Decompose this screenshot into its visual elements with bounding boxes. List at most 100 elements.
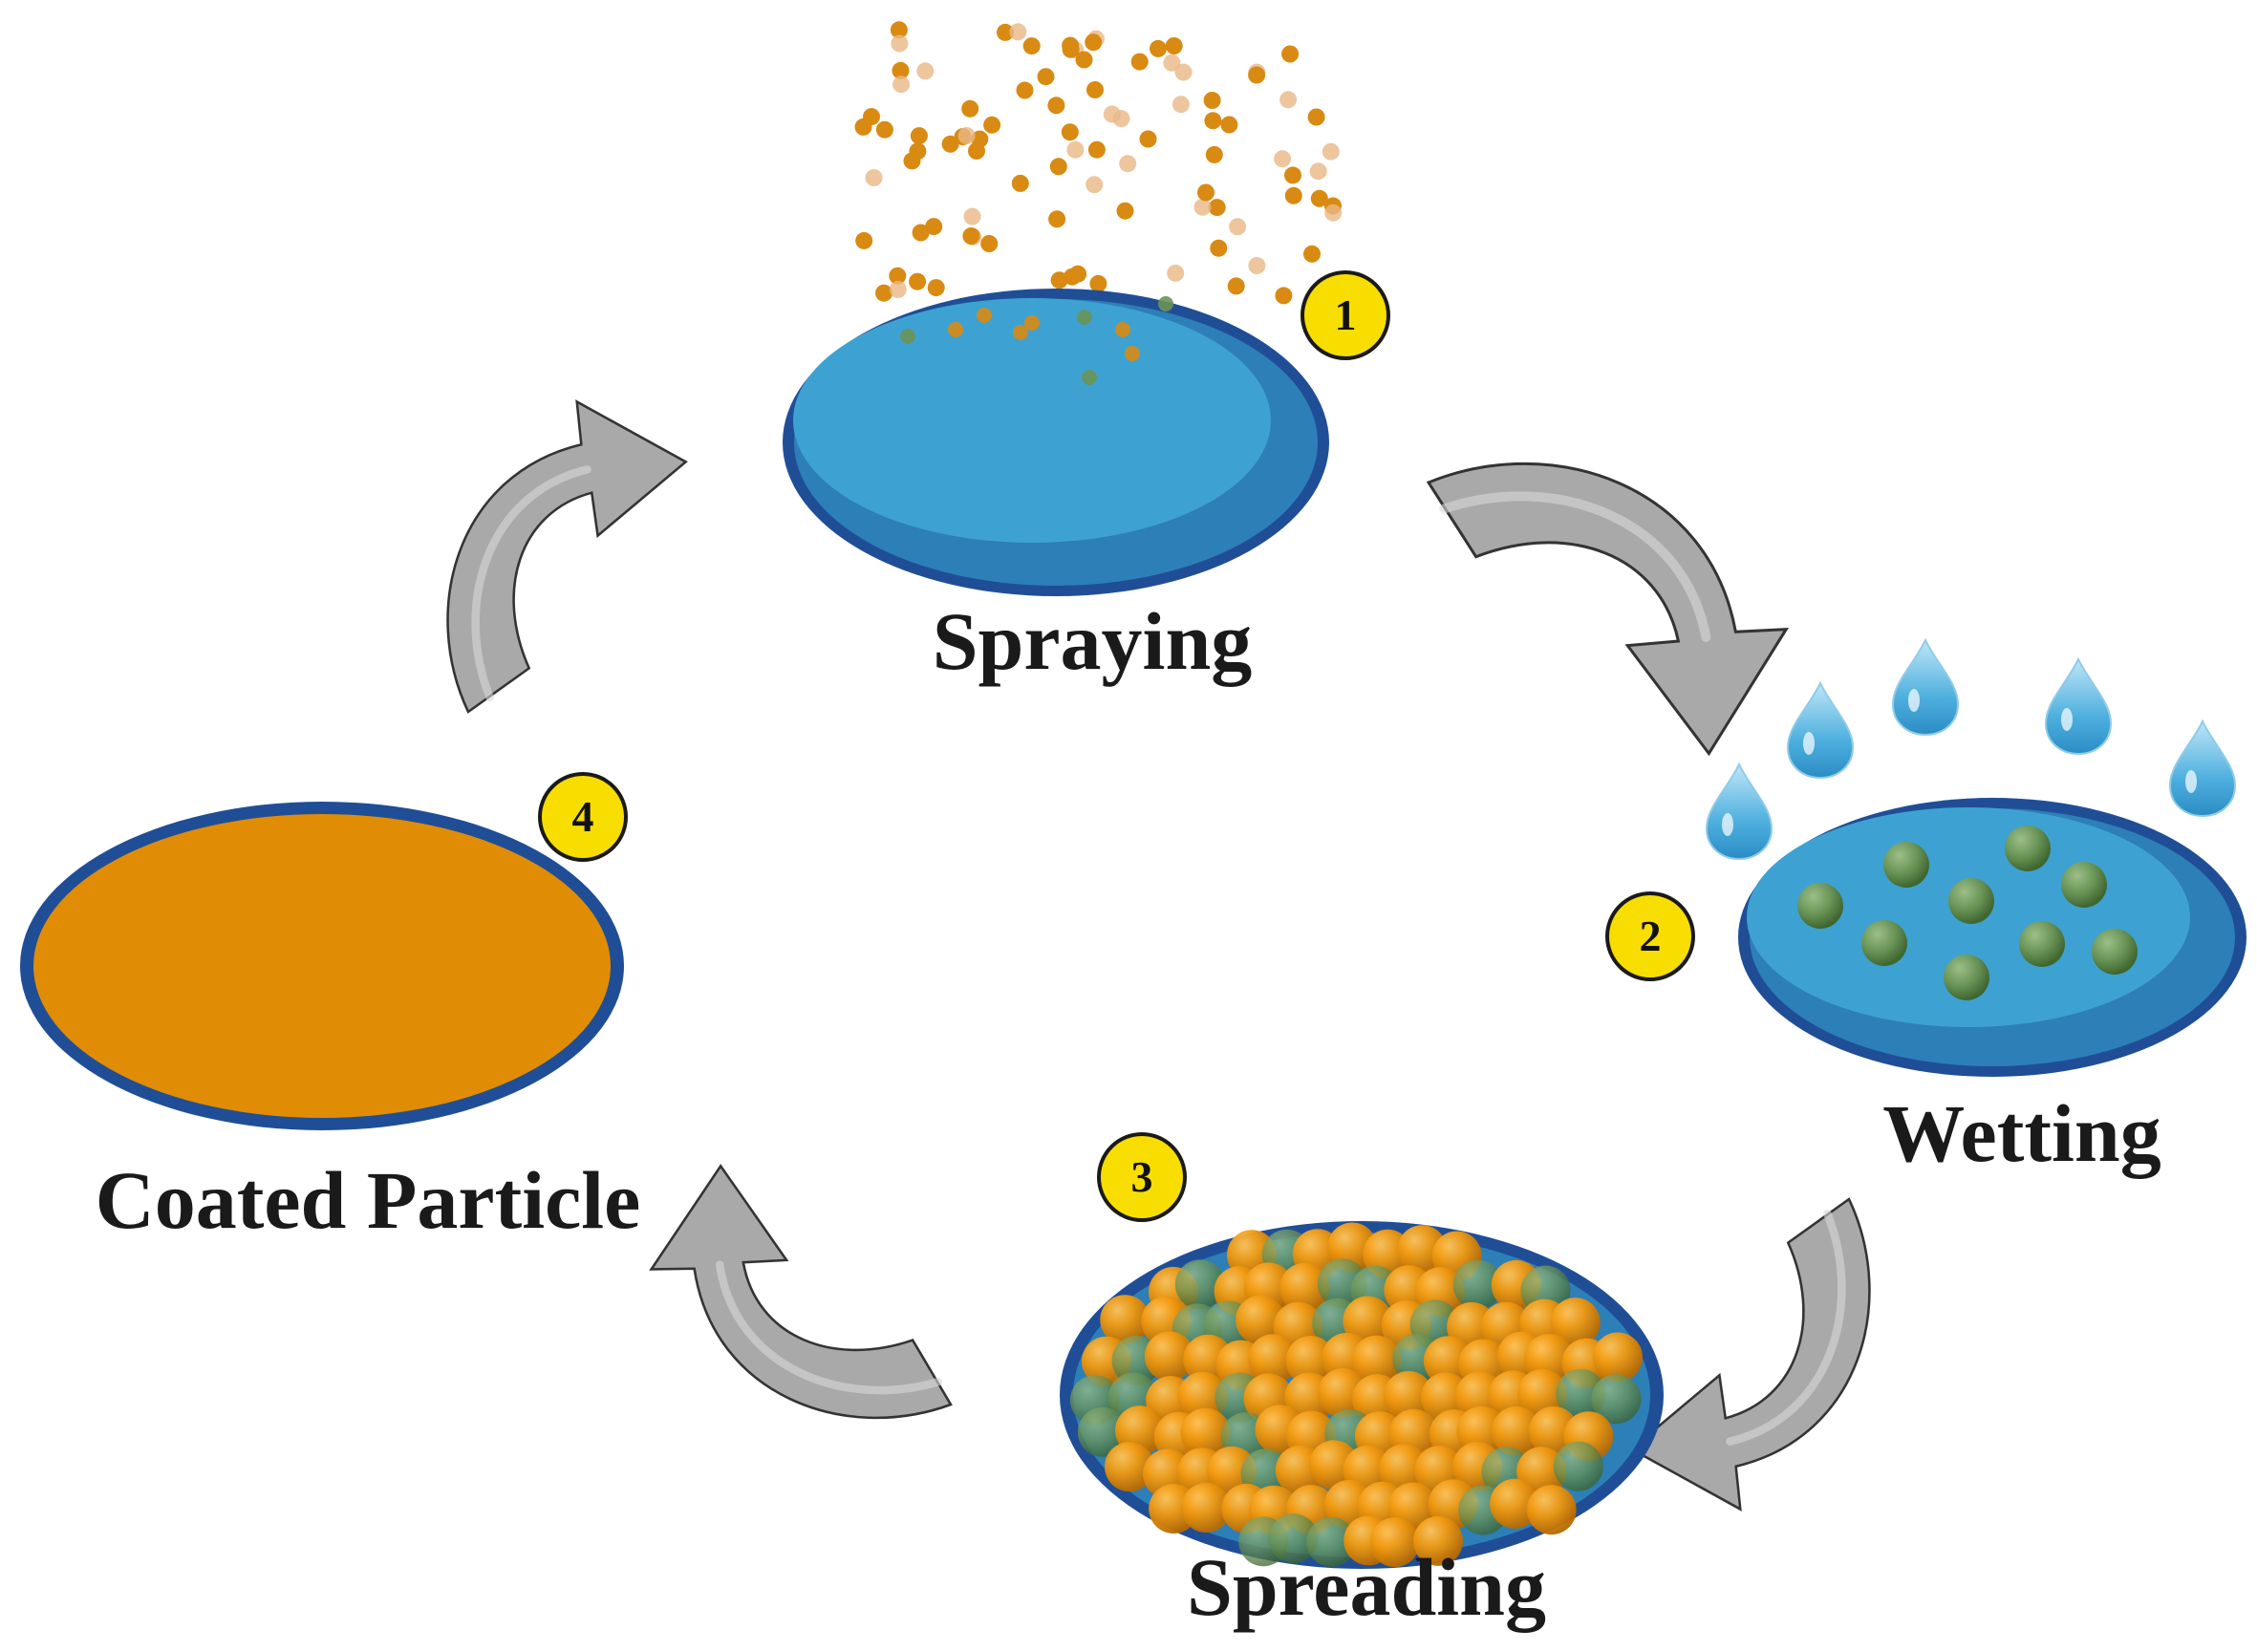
spray-particle-icon: [1310, 162, 1327, 180]
spray-particle-icon: [1206, 146, 1223, 163]
spray-particle-icon: [958, 127, 976, 144]
spray-particle-icon: [983, 117, 1000, 134]
spray-particle-icon: [928, 279, 945, 296]
spray-particle-icon: [1012, 175, 1029, 192]
spray-particle-icon: [1228, 277, 1245, 294]
stage-spraying: 1 Spraying: [783, 21, 1388, 687]
spray-particle-icon: [1077, 310, 1092, 325]
water-drop-icon: [1707, 764, 1772, 859]
spray-particle-icon: [1140, 131, 1157, 148]
label-spreading: Spreading: [1187, 1541, 1546, 1633]
spray-particle-icon: [913, 225, 930, 242]
spray-particle-icon: [909, 273, 926, 290]
spray-particle-icon: [1066, 141, 1084, 159]
spray-particle-icon: [1062, 37, 1079, 54]
water-drop-icon: [1893, 640, 1958, 735]
spray-particle-icon: [1194, 199, 1212, 216]
spray-particle-icon: [1274, 150, 1291, 167]
spray-particle-icon: [1076, 52, 1093, 69]
spray-particle-icon: [900, 329, 915, 344]
spray-particle-icon: [891, 35, 908, 53]
spray-particle-icon: [1210, 240, 1227, 257]
spray-particle-icon: [1023, 37, 1041, 54]
green-particle: [1861, 920, 1907, 966]
spray-particle-icon: [876, 121, 893, 139]
water-drop-icon: [2046, 659, 2111, 754]
spray-particle-icon: [855, 21, 1343, 310]
spray-particle-icon: [1085, 33, 1102, 51]
stage-spreading: 3 Spreading: [1060, 1134, 1664, 1633]
label-coated-particle: Coated Particle: [96, 1154, 641, 1246]
spray-particle-icon: [1038, 68, 1055, 85]
spray-particle-icon: [1308, 109, 1325, 126]
spray-particle-icon: [1048, 210, 1065, 227]
orange-particle: [1527, 1485, 1577, 1534]
spray-particle-icon: [1009, 23, 1026, 40]
spray-particle-icon: [1131, 54, 1149, 71]
spray-particle-icon: [1275, 287, 1292, 304]
spray-particle-icon: [1166, 37, 1183, 54]
green-particle: [1797, 883, 1843, 929]
spray-particle-icon: [977, 308, 992, 323]
spray-particle-icon: [1324, 204, 1342, 222]
green-particle: [1883, 842, 1929, 888]
spray-particle-icon: [1125, 346, 1140, 361]
spray-particle-icon: [1013, 325, 1028, 340]
spray-particle-icon: [948, 322, 963, 337]
spray-particle-icon: [1047, 97, 1064, 114]
spray-particle-icon: [1167, 265, 1184, 282]
spray-particle-icon: [892, 75, 910, 93]
water-drop-icon: [2170, 721, 2235, 816]
spray-particle-icon: [1050, 158, 1067, 175]
green-particle: [1948, 878, 1994, 924]
spray-particle-icon: [1248, 257, 1265, 274]
spray-particle-icon: [1088, 141, 1106, 159]
spray-particle-icon: [1204, 112, 1221, 129]
spray-particle-icon: [1082, 370, 1097, 385]
curved-arrow-icon: [440, 392, 691, 728]
spray-particle-icon: [866, 169, 883, 186]
spray-particle-icon: [1285, 187, 1302, 204]
spray-particle-icon: [1117, 203, 1134, 220]
badge-2-number: 2: [1640, 912, 1662, 960]
badge-1-number: 1: [1335, 290, 1357, 339]
spray-particle-icon: [964, 208, 981, 225]
spray-particle-icon: [916, 62, 934, 79]
spray-particle-icon: [855, 118, 872, 136]
green-particle: [1944, 955, 1989, 1000]
spray-particle-icon: [1248, 67, 1265, 84]
green-particle: [1554, 1442, 1603, 1491]
spray-particle-icon: [1284, 166, 1301, 183]
green-particle: [2005, 826, 2051, 871]
spray-particle-icon: [1281, 46, 1299, 63]
curved-arrow-icon: [1627, 1182, 1879, 1518]
spray-particle-icon: [1311, 190, 1328, 207]
spray-particle-icon: [1104, 106, 1121, 123]
spray-particle-icon: [1150, 40, 1167, 57]
spray-particle-icon: [904, 152, 921, 169]
spray-particle-icon: [1119, 155, 1136, 172]
spray-particle-icon: [1086, 176, 1103, 193]
spray-particle-icon: [980, 235, 998, 252]
green-particle: [2092, 929, 2138, 975]
spray-particle-icon: [962, 227, 979, 245]
spray-particle-icon: [1172, 96, 1190, 113]
spray-particle-icon: [890, 281, 907, 298]
spray-particle-icon: [1051, 271, 1068, 289]
spray-particle-icon: [1322, 143, 1340, 161]
spray-particle-icon: [1220, 117, 1237, 134]
spray-particle-icon: [1115, 322, 1130, 337]
spray-particle-icon: [1017, 82, 1034, 99]
green-particle: [2019, 921, 2065, 967]
spray-particle-icon: [1279, 91, 1297, 108]
curved-arrow-icon: [633, 1157, 985, 1433]
spray-particle-icon: [1158, 296, 1173, 311]
spray-particle-icon: [1089, 275, 1107, 292]
badge-4-number: 4: [572, 792, 594, 841]
spray-particle-icon: [1175, 64, 1193, 81]
spray-particle-icon: [1229, 218, 1246, 235]
label-wetting: Wetting: [1882, 1087, 2160, 1179]
spray-particle-icon: [1197, 184, 1214, 202]
stage-coated-particle: 4 Coated Particle: [20, 774, 640, 1246]
